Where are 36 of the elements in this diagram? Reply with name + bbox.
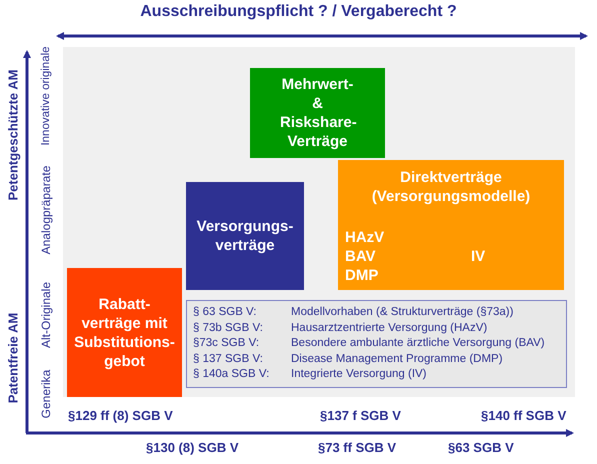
box-title: Direktverträge (Versorgungsmodelle) [370,168,532,206]
box-text: Rabatt-verträge mit Substitutions-gebot [73,294,176,370]
box-text: Mehrwert- & Riskshare-Verträge [279,75,358,151]
table-cell-text: § 140a SGB V: [193,367,270,382]
contract-box [186,182,304,290]
axis-tick-label: Alt-Originale [39,282,53,348]
law-reference: §73 ff SGB V [318,440,396,455]
title: Ausschreibungspflicht ? / Vergaberecht ? [139,3,458,21]
contract-box [67,268,182,397]
box-text: BAV [345,247,376,266]
axis-label: Petentgeschützte AM [6,70,20,200]
table-cell-text: Disease Management Programme (DMP) [291,352,504,366]
axis-tick-label: Analogpräparate [39,166,53,254]
law-reference: §130 (8) SGB V [146,440,238,455]
table-cell-text: Hausarztzentrierte Versorgung (HAzV) [291,320,488,336]
table-cell-text: § 137 SGB V: [193,352,264,366]
axis-tick-label: Generika [39,370,53,418]
box-text: DMP [345,266,378,285]
law-reference: §140 ff SGB V [481,408,566,423]
law-reference: §137 f SGB V [320,408,401,423]
axis-tick-label: Innovative originale [40,46,52,146]
law-reference: §129 ff (8) SGB V [68,408,173,423]
box-text: IV [471,247,486,266]
axis-label: Patentfreie AM [6,312,20,404]
box-text: HAzV [345,228,384,247]
table-cell-text: § 73b SGB V: [193,320,264,336]
table-cell-text: Modellvorhaben (& Strukturverträge (§73a)) [291,305,514,320]
table-cell-text: Integrierte Versorgung (IV) [291,367,428,382]
law-reference: §63 SGB V [448,440,514,455]
table-cell-text: Besondere ambulante ärztliche Versorgung (BAV) [291,336,546,351]
contract-box [338,160,564,290]
legend-table [186,300,567,388]
table-cell-text: § 63 SGB V: [193,305,258,320]
box-text: Versorgungs-verträge [196,217,294,255]
table-cell-text: §73c SGB V: [193,336,260,351]
contract-box [250,68,385,158]
